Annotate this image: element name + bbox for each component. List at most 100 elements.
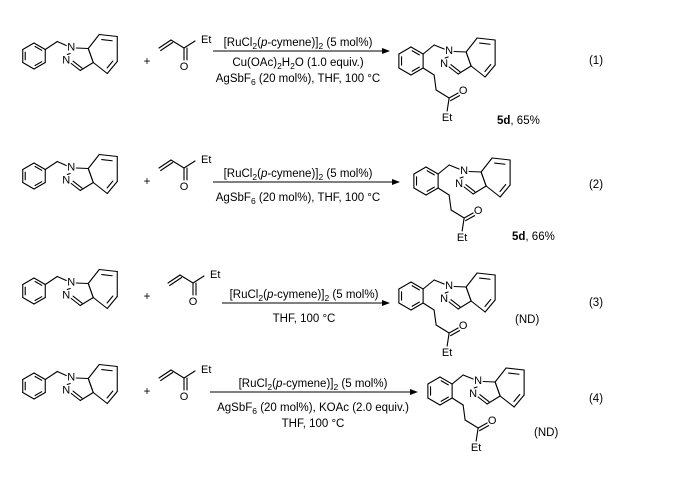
ethyl-label: Et	[201, 154, 211, 166]
text-run: THF, 100 °C	[273, 313, 336, 325]
bond	[22, 296, 35, 305]
text-run: -cymene)]	[273, 289, 324, 301]
nitrogen-n2: N	[62, 55, 70, 67]
text-run: (	[272, 378, 276, 390]
reagent-ethyl-vinyl-ketone: EtO	[158, 154, 211, 193]
bond	[33, 61, 46, 70]
bond	[494, 381, 501, 397]
nitrogen-n2: N	[62, 175, 70, 187]
conditions-additives: AgSbF6 (20 mol%), THF, 100 °C	[216, 192, 380, 206]
bond	[56, 40, 67, 47]
text-run: 2	[318, 172, 323, 182]
plus-sign: +	[144, 56, 151, 68]
bond	[486, 395, 501, 405]
bond	[465, 37, 478, 53]
ethyl-label: Et	[471, 442, 481, 454]
plus-sign: +	[144, 386, 151, 398]
text-run: (20 mol%), THF, 100 °C	[256, 192, 381, 204]
bond	[169, 276, 183, 287]
bond	[411, 50, 420, 56]
product-label: (ND)	[534, 427, 558, 439]
bond	[513, 394, 525, 408]
equation-number: (1)	[589, 55, 603, 67]
reaction-2: NN+EtO[RuCl2(p-cymene)]2 (5 mol%)AgSbF6 …	[22, 153, 603, 244]
nitrogen-n1: N	[460, 165, 468, 177]
text-run: , 65%	[510, 115, 539, 127]
bond	[101, 39, 113, 42]
equation-number: (3)	[589, 297, 603, 309]
bond	[450, 209, 465, 219]
conditions-catalyst: [RuCl2(p-cymene)]2 (5 mol%)	[230, 289, 379, 303]
nitrogen-n2: N	[440, 58, 448, 70]
bond	[75, 377, 89, 380]
bond	[505, 367, 525, 371]
oxygen-label: O	[180, 61, 189, 73]
bond	[450, 330, 461, 337]
bond	[465, 184, 476, 193]
nitrogen-n1: N	[67, 42, 75, 54]
bond	[477, 422, 488, 429]
text-run: 2	[290, 61, 295, 71]
bond	[439, 397, 453, 406]
bond	[170, 39, 185, 49]
bond	[106, 180, 114, 189]
bond	[101, 274, 113, 277]
bond	[475, 427, 479, 442]
bond	[479, 394, 490, 403]
bond	[106, 390, 118, 405]
text-run: , 66%	[525, 231, 554, 243]
bond	[34, 391, 43, 397]
bond	[87, 47, 94, 64]
bond	[106, 180, 118, 195]
bond	[66, 172, 71, 176]
bond	[433, 44, 445, 50]
bond	[34, 181, 43, 187]
bond	[183, 40, 196, 49]
bond	[494, 367, 507, 383]
ethyl-label: Et	[201, 34, 211, 46]
bond	[427, 376, 441, 385]
bond	[158, 159, 172, 169]
nitrogen-n2: N	[455, 178, 463, 190]
nitrogen-n2: N	[469, 388, 477, 400]
bond	[477, 396, 488, 405]
bond	[22, 162, 35, 171]
conditions-catalyst: [RuCl2(p-cymene)]2 (5 mol%)	[224, 37, 373, 51]
bond	[425, 166, 439, 175]
bond	[448, 194, 452, 211]
bond	[425, 187, 439, 196]
bond	[451, 374, 464, 385]
bond	[79, 61, 94, 72]
bond	[485, 185, 501, 198]
conditions-additives: THF, 100 °C	[282, 418, 345, 430]
bond	[453, 285, 467, 288]
text-run: [RuCl	[230, 289, 259, 301]
bond	[22, 391, 35, 400]
bond	[34, 45, 43, 51]
bond	[87, 282, 94, 299]
product-label: 5d, 66%	[512, 231, 555, 243]
text-run: 5d	[497, 115, 510, 127]
substrate-benzyl-indazole: NN	[22, 363, 118, 405]
equation-number: (2)	[589, 179, 603, 191]
bond	[494, 162, 506, 165]
bond	[98, 153, 118, 158]
bond	[472, 185, 487, 195]
bond	[106, 295, 114, 304]
bond	[34, 61, 43, 67]
nitrogen-n1: N	[445, 45, 453, 57]
plus-sign: +	[144, 291, 151, 303]
text-run: AgSbF	[217, 402, 252, 414]
bond	[464, 419, 479, 429]
text-run: AgSbF	[216, 73, 251, 85]
bond	[508, 372, 520, 375]
bond	[33, 372, 46, 381]
text-run: -cymene)]	[267, 37, 318, 49]
bond	[457, 65, 472, 75]
bond	[476, 37, 496, 41]
text-run: (5 mol%)	[323, 168, 372, 180]
bond	[480, 157, 493, 173]
bond	[101, 369, 113, 372]
nitrogen-n1: N	[67, 372, 75, 384]
text-run: AgSbF	[216, 192, 251, 204]
